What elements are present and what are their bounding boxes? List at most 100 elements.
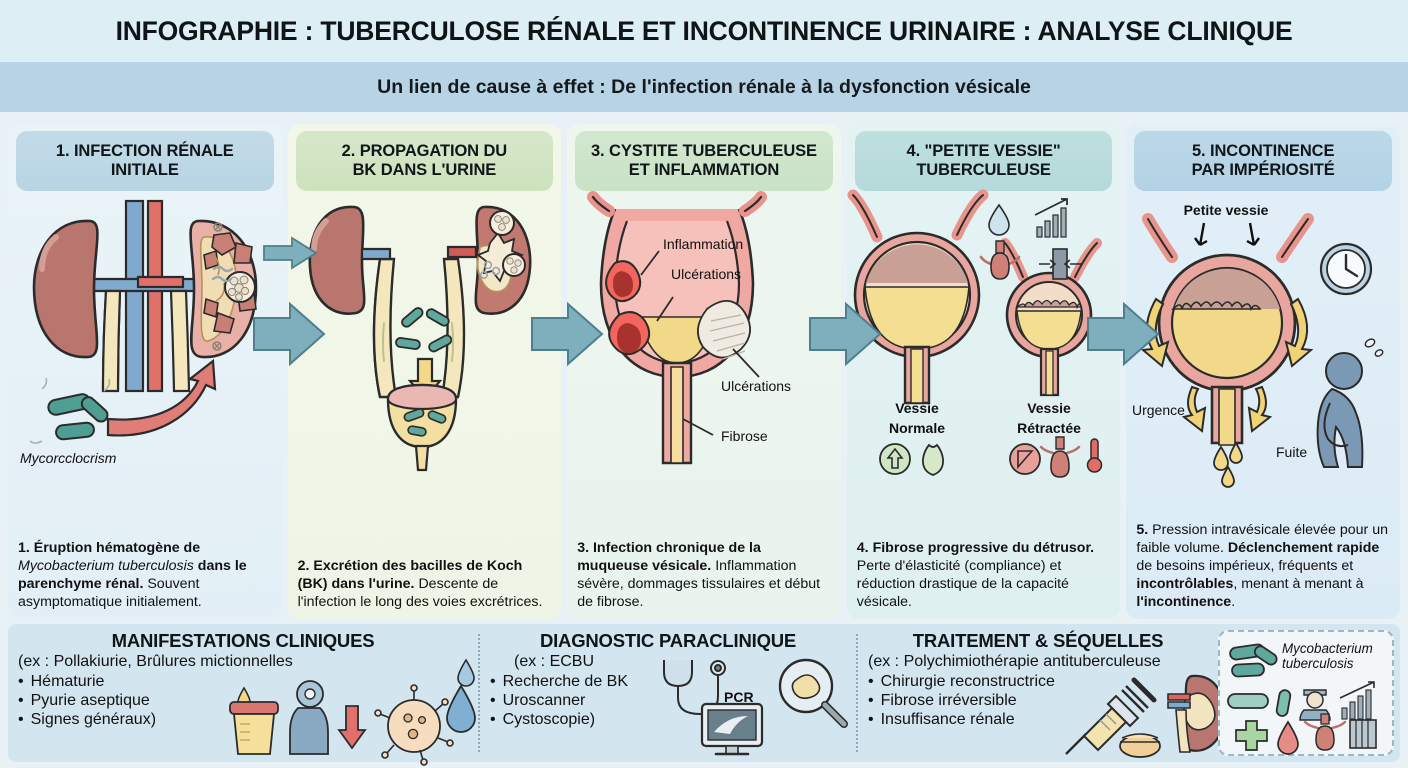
stage-5-caption-number: 5. bbox=[1136, 521, 1149, 538]
label-ulcerations-1: Ulcérations bbox=[671, 266, 741, 282]
stage-panel-5: 5. INCONTINENCE PAR IMPÉRIOSITÉ Petite v… bbox=[1126, 124, 1400, 619]
cross-icon bbox=[1235, 720, 1268, 751]
list-item: Recherche de BK bbox=[490, 672, 846, 691]
spread-arrow-icon bbox=[106, 358, 217, 437]
list-item: Pyurie aseptique bbox=[18, 691, 468, 710]
doctor-icon bbox=[1299, 689, 1331, 721]
stage-2-caption-normal: Descente de l'infection le long des voie… bbox=[297, 575, 543, 610]
stage-2-caption-bold1: Excrétion des bacilles de Koch (BK) dans… bbox=[297, 557, 523, 592]
stage-1-caption-normal: Souvent asymptomatique initialement. bbox=[18, 575, 202, 610]
bladder-small-green-icon bbox=[921, 443, 944, 476]
page-subtitle: Un lien de cause à effet : De l'infectio… bbox=[377, 75, 1031, 98]
traitement-list: Chirurgie reconstructrice Fibrose irréve… bbox=[868, 672, 1208, 730]
column-divider-2 bbox=[856, 634, 858, 752]
stage-2-header-line2: BK DANS L'URINE bbox=[352, 160, 497, 179]
book-icon bbox=[1349, 719, 1377, 749]
stage-panel-4: 4. "PETITE VESSIE" TUBERCULEUSE bbox=[846, 124, 1121, 619]
legend-name-line2: tuberculosis bbox=[1282, 656, 1354, 671]
small-bladder-full-icon bbox=[1157, 253, 1297, 446]
label-vessie-retractee-l2: Rétractée bbox=[1017, 420, 1081, 436]
stage-1-illustration: Mycorcclocrism bbox=[8, 191, 282, 481]
list-item: Insuffisance rénale bbox=[868, 710, 1208, 729]
bottom-column-diagnostic: DIAGNOSTIC PARACLINIQUE (ex : ECBU Reche… bbox=[480, 624, 856, 762]
list-item: Cystoscopie) bbox=[490, 710, 846, 729]
stage-1-caption-number: 1. bbox=[18, 539, 30, 556]
ulceration-lesion-icon bbox=[605, 260, 651, 356]
diagnostic-list: Recherche de BK Uroscanner Cystoscopie) bbox=[490, 672, 846, 730]
stage-5-caption-bold2: incontrôlables bbox=[1136, 575, 1234, 592]
pressure-up-icon bbox=[1039, 436, 1081, 478]
stage-2-caption-number: 2. bbox=[297, 557, 310, 574]
legend-icons bbox=[1227, 643, 1377, 755]
kidney-section-icon bbox=[189, 219, 258, 359]
bottom-summary-bar: MANIFESTATIONS CLINIQUES (ex : Pollakiur… bbox=[8, 624, 1400, 766]
stage-5-caption-normal3: , menant à menant à bbox=[1233, 575, 1364, 592]
stage-3-header-line1: 3. CYSTITE TUBERCULEUSE bbox=[590, 142, 817, 161]
urgent-person-icon bbox=[1317, 338, 1384, 468]
bottom-column-manifestations: MANIFESTATIONS CLINIQUES (ex : Pollakiur… bbox=[8, 624, 478, 766]
label-vessie-normale-l2: Normale bbox=[889, 420, 945, 436]
water-drop-icon bbox=[987, 203, 1010, 236]
bottom-column-traitement: TRAITEMENT & SÉQUELLES (ex : Polychimiot… bbox=[858, 624, 1226, 762]
stage-4-caption-number: 4. bbox=[856, 539, 869, 556]
bladder-icon bbox=[386, 383, 457, 472]
patient-arrow-down-icon bbox=[289, 680, 367, 755]
leader-lines bbox=[640, 250, 760, 436]
stage-5-caption-normal2: de besoins impérieux, fréquents et bbox=[1136, 557, 1354, 574]
stage-4-caption-bold1: Fibrose progressive du détrusor. bbox=[872, 539, 1095, 556]
flow-lines-icon bbox=[381, 322, 454, 362]
pcr-label: PCR bbox=[724, 689, 754, 705]
list-item: Chirurgie reconstructrice bbox=[868, 672, 1208, 691]
diagnostic-example: (ex : ECBU bbox=[514, 653, 595, 670]
stage-3-caption-number: 3. bbox=[577, 539, 590, 556]
bladder-normal-icon bbox=[847, 189, 989, 405]
blood-drop-icon bbox=[1277, 720, 1299, 755]
virus-icon bbox=[374, 684, 454, 766]
stage-2-header-line1: 2. PROPAGATION DU bbox=[341, 142, 508, 161]
stage-4-header: 4. "PETITE VESSIE" TUBERCULEUSE bbox=[854, 131, 1113, 191]
capacity-icons-group bbox=[979, 198, 1081, 280]
bacillus-small-icon bbox=[1227, 689, 1292, 717]
legend-organism-name: Mycobacterium tuberculosis bbox=[1282, 641, 1373, 671]
header-subtitle-bar: Un lien de cause à effet : De l'infectio… bbox=[0, 62, 1408, 112]
urine-drops-icon bbox=[1213, 441, 1244, 488]
stage-4-illustration: Vessie Normale Vessie Rétractée bbox=[847, 189, 1121, 481]
stage-2-illustration bbox=[288, 191, 562, 481]
stage-5-caption-normal1: Pression intravésicale élevée pour un fa… bbox=[1136, 521, 1388, 556]
inflamed-bladder-icon bbox=[587, 191, 768, 465]
stage-3-caption-normal: Inflammation sévère, dommages tissulaire… bbox=[577, 557, 821, 610]
list-item: Signes généraux) bbox=[18, 710, 468, 729]
stethoscope-icon bbox=[663, 660, 726, 716]
diagnostic-title: DIAGNOSTIC PARACLINIQUE bbox=[539, 630, 797, 651]
stage-5-caption-bold1: Déclenchement rapide bbox=[1227, 539, 1380, 556]
stage-1-header-line1: 1. INFECTION RÉNALE bbox=[55, 142, 234, 161]
legend-name-line1: Mycobacterium bbox=[1282, 641, 1373, 656]
clock-icon bbox=[1320, 242, 1373, 296]
stage-5-header: 5. INCONTINENCE PAR IMPÉRIOSITÉ bbox=[1134, 131, 1392, 191]
monitor-scan-icon bbox=[700, 702, 764, 756]
magnifier-icon bbox=[778, 658, 848, 728]
label-inflammation: Inflammation bbox=[663, 236, 743, 252]
manifestations-list: Hématurie Pyurie aseptique Signes généra… bbox=[18, 672, 468, 730]
stage-1-art-label: Mycorcclocrism bbox=[20, 450, 117, 466]
stage-panel-2: 2. PROPAGATION DU BK DANS L'URINE bbox=[287, 124, 562, 619]
stage-1-header: 1. INFECTION RÉNALE INITIALE bbox=[16, 131, 274, 191]
stage-5-illustration: Petite vessie bbox=[1126, 191, 1400, 488]
kidney-infected-icon bbox=[446, 205, 531, 315]
stage-3-header: 3. CYSTITE TUBERCULEUSE ET INFLAMMATION bbox=[575, 131, 833, 191]
stage-4-caption: 4. Fibrose progressive du détrusor. Pert… bbox=[857, 539, 1113, 611]
stage-2-header: 2. PROPAGATION DU BK DANS L'URINE bbox=[295, 131, 554, 191]
stage-4-caption-normal: Perte d'élasticité (compliance) et réduc… bbox=[856, 557, 1069, 610]
bladder-retracted-icon bbox=[999, 238, 1102, 397]
thermometer-icon bbox=[1086, 438, 1103, 473]
label-fibrose: Fibrose bbox=[721, 428, 768, 444]
stage-1-header-line2: INITIALE bbox=[110, 160, 179, 179]
page-title: INFOGRAPHIE : TUBERCULOSE RÉNALE ET INCO… bbox=[115, 15, 1293, 46]
stage-5-header-line1: 5. INCONTINENCE bbox=[1191, 142, 1335, 161]
stage-1-caption: 1. Éruption hématogène de Mycobacterium … bbox=[18, 539, 274, 611]
bladder-pressure-icon bbox=[979, 240, 1021, 280]
fibrosis-patch-icon bbox=[697, 300, 752, 360]
column-divider-1 bbox=[478, 634, 480, 752]
stage-1-caption-bold2: dans le parenchyme rénal. bbox=[18, 557, 247, 592]
